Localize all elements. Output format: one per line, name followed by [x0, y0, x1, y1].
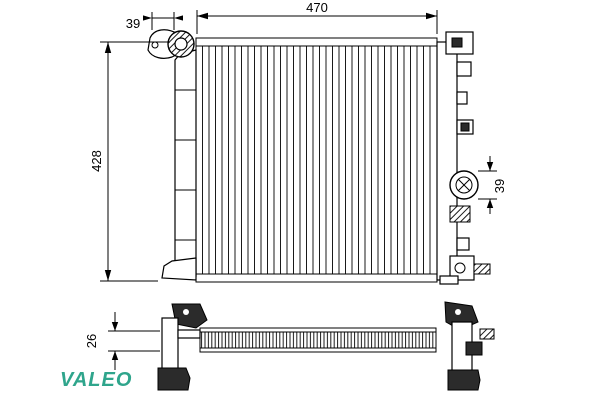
dimension-inlet-offset: 39 — [126, 12, 183, 31]
left-foot — [157, 367, 191, 391]
valeo-logo: VALEO — [60, 369, 132, 391]
right-fitting-2 — [456, 91, 468, 105]
arrowhead — [104, 270, 112, 281]
core-section-outline — [199, 327, 437, 353]
right-fitting-3-bolt — [460, 122, 470, 132]
left-strut — [161, 317, 179, 371]
right-fitting-4 — [456, 237, 470, 251]
left-strut-link — [177, 329, 201, 339]
dim-core-width-label: 470 — [306, 0, 328, 15]
arrowhead — [486, 199, 494, 208]
left-mount-foot — [161, 257, 197, 281]
dimension-core-depth: 26 — [84, 312, 160, 370]
right-hose-stub — [449, 205, 471, 223]
bottom-view — [157, 301, 495, 391]
right-top-bracket-bolt — [451, 37, 463, 48]
right-block — [465, 341, 483, 356]
main-view — [147, 29, 491, 285]
right-foot — [447, 369, 481, 391]
arrowhead — [111, 351, 119, 360]
right-mount-foot — [439, 275, 459, 285]
core-section-fins — [201, 332, 435, 348]
core-fins — [197, 46, 436, 274]
filler-neck-cross — [457, 178, 471, 192]
dim-core-height-label: 428 — [89, 150, 104, 172]
right-tank — [436, 41, 458, 281]
dim-inlet-offset-label: 39 — [126, 16, 140, 31]
filler-neck-inner — [455, 176, 473, 194]
dimension-core-width: 470 — [196, 0, 438, 34]
arrowhead — [143, 15, 152, 21]
right-bracket-hole — [455, 309, 461, 315]
arrowhead — [486, 162, 494, 171]
outlet-spigot — [473, 263, 491, 275]
dimension-filler-neck: 39 — [478, 156, 507, 214]
arrowhead — [426, 12, 437, 20]
inlet-pipe-bore — [174, 37, 188, 51]
arrowhead — [174, 15, 183, 21]
right-fitting-1 — [456, 61, 472, 77]
dim-filler-neck-label: 39 — [492, 179, 507, 193]
arrowhead — [197, 12, 208, 20]
outlet-bore — [454, 262, 466, 274]
arrowhead — [104, 42, 112, 53]
left-bracket-hole — [183, 309, 189, 315]
dimension-core-height: 428 — [89, 41, 170, 282]
arrowhead — [111, 322, 119, 331]
dim-core-depth-label: 26 — [84, 334, 99, 348]
right-spigot-section — [479, 328, 495, 340]
left-tank — [174, 49, 197, 277]
